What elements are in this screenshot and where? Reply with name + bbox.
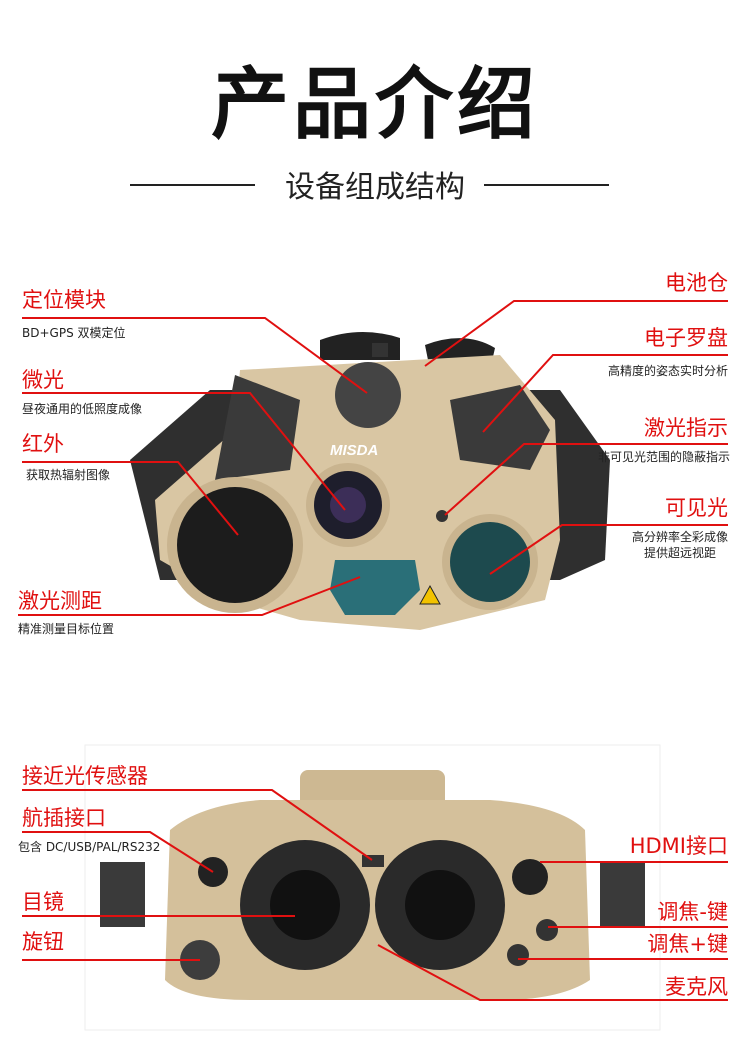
divider-right: [484, 184, 609, 186]
label-aviation-connector: 航插接口: [22, 806, 106, 830]
label-microphone: 麦克风: [665, 975, 728, 999]
label-knob: 旋钮: [22, 930, 64, 954]
brand-logo: MISDA: [330, 442, 378, 459]
label-positioning-module: 定位模块: [22, 288, 106, 312]
label-laser-ranging: 激光测距: [18, 589, 102, 613]
label-proximity-sensor: 接近光传感器: [22, 764, 148, 788]
label-low-light: 微光: [22, 368, 64, 392]
label-battery-compartment: 电池仓: [665, 271, 728, 295]
label-focus-minus-key: 调焦-键: [657, 900, 728, 924]
section-subtitle: 设备组成结构: [285, 170, 465, 205]
page-title: 产品介绍: [210, 60, 539, 150]
desc-infrared: 获取热辐射图像: [26, 468, 111, 482]
desc-laser-pointer: 非可见光范围的隐蔽指示: [597, 450, 730, 464]
label-focus-plus-key: 调焦+键: [647, 932, 728, 956]
desc-electronic-compass: 高精度的姿态实时分析: [607, 364, 728, 378]
desc-visible-light-2: 提供超远视距: [643, 546, 716, 560]
label-visible-light: 可见光: [665, 496, 728, 520]
label-eyepiece: 目镜: [22, 890, 64, 914]
divider-left: [130, 184, 255, 186]
desc-laser-ranging: 精准测量目标位置: [18, 622, 115, 636]
rear-device-image: [84, 744, 661, 1031]
desc-visible-light: 高分辨率全彩成像: [631, 530, 728, 544]
label-electronic-compass: 电子罗盘: [644, 326, 728, 350]
desc-low-light: 昼夜通用的低照度成像: [22, 402, 143, 416]
label-hdmi-port: HDMI接口: [629, 834, 728, 858]
desc-positioning-module: BD+GPS 双模定位: [22, 326, 126, 340]
front-device-image: MISDA: [130, 331, 610, 630]
label-infrared: 红外: [22, 432, 64, 456]
label-laser-pointer: 激光指示: [644, 416, 728, 440]
desc-aviation-connector: 包含 DC/USB/PAL/RS232: [18, 840, 161, 854]
callout-lines: [18, 300, 728, 1001]
